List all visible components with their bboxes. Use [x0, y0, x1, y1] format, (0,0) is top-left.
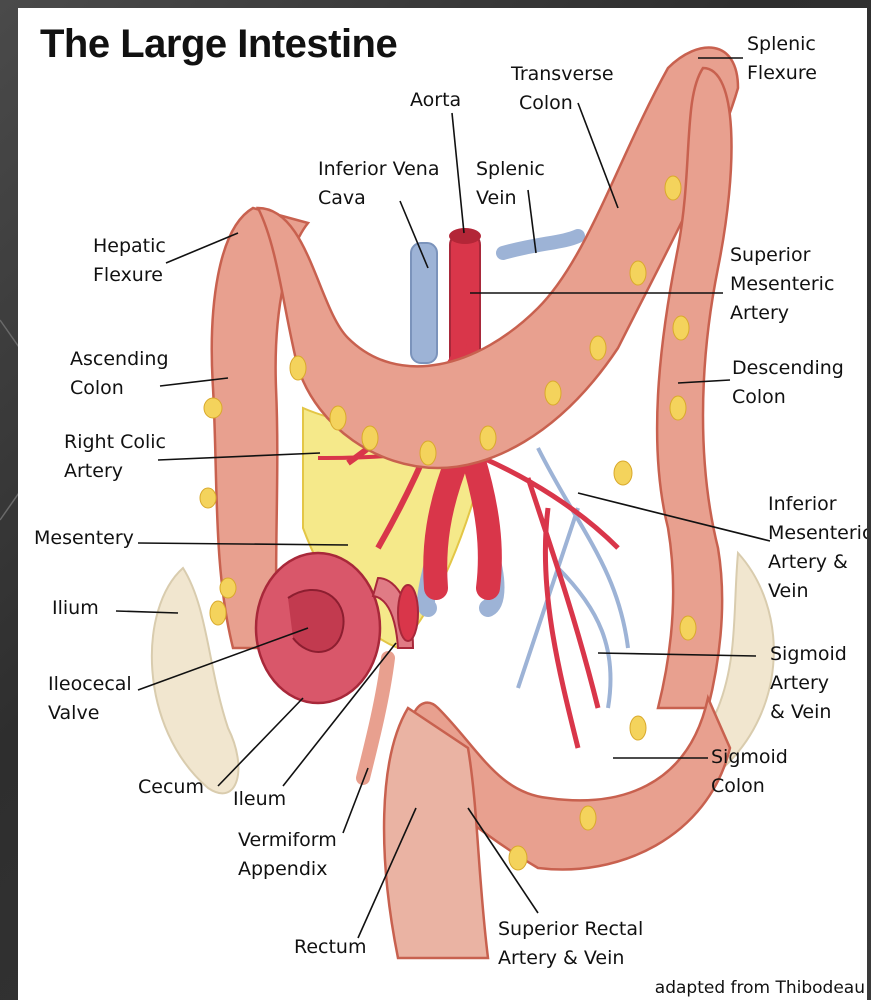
- label-mesentery: Mesentery: [34, 524, 134, 553]
- aorta-top-shape: [449, 228, 481, 244]
- inferior-vena-cava-shape: [411, 243, 437, 363]
- label-cecum: Cecum: [138, 773, 204, 802]
- large-intestine-illustration: [18, 8, 867, 1000]
- inferior-mesenteric-artery-shape: [483, 458, 618, 748]
- label-ilium: Ilium: [52, 594, 99, 623]
- diagram-panel: The Large Intestine: [18, 8, 867, 1000]
- label-ileum: Ileum: [233, 785, 286, 814]
- image-credit: adapted from Thibodeau: [655, 978, 865, 998]
- ileum-opening-shape: [398, 585, 418, 641]
- ileocecal-valve-shape: [288, 590, 344, 652]
- label-aorta: Aorta: [410, 86, 461, 115]
- splenic-vein-shape: [503, 236, 578, 253]
- label-rectum: Rectum: [294, 933, 366, 962]
